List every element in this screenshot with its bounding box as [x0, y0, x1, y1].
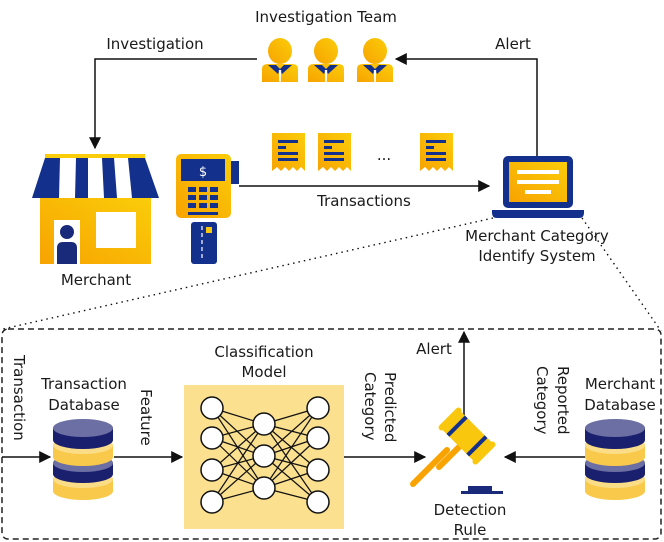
nn-node: [200, 396, 224, 420]
gavel-icon: [410, 407, 503, 494]
nn-node: [306, 490, 330, 514]
nn-node: [252, 476, 276, 500]
detail-panel: [1, 328, 662, 540]
predicted-label-line2: Category: [361, 372, 379, 441]
receipt-icon: [272, 133, 305, 171]
receipt-icon: [318, 133, 351, 171]
zoom-line-right: [581, 217, 662, 332]
transaction-input-label: Transaction: [10, 354, 28, 441]
ellipsis-label: ...: [377, 146, 391, 164]
transaction-db-label-line1: Transaction: [40, 375, 127, 393]
nn-node: [200, 490, 224, 514]
reported-label-line1: Reported: [554, 366, 572, 434]
nn-connection: [263, 437, 319, 489]
nn-node: [252, 444, 276, 468]
person-icon: [308, 38, 344, 82]
alert-arrow: [394, 53, 538, 158]
feature-label: Feature: [137, 389, 155, 446]
nn-connection: [263, 407, 319, 489]
laptop-icon: [492, 156, 584, 218]
person-icon: [262, 38, 298, 82]
nn-connection: [211, 423, 265, 503]
merchant-db-label-line1: Merchant: [585, 375, 655, 393]
model-label-line1: Classification: [214, 343, 313, 361]
nn-node: [200, 458, 224, 482]
zoom-line-left: [2, 217, 494, 330]
nn-node: [306, 426, 330, 450]
system-label-line2: Identify System: [478, 247, 595, 265]
rule-label-line2: Rule: [454, 521, 487, 539]
nn-node: [252, 412, 276, 436]
transactions-label: Transactions: [316, 192, 411, 210]
investigation-arrow: [89, 58, 257, 150]
credit-card-icon: [191, 222, 217, 264]
person-icon: [357, 38, 393, 82]
investigation-team-label: Investigation Team: [255, 8, 397, 26]
nn-connection: [211, 407, 265, 457]
transaction-database-icon: [53, 419, 113, 500]
nn-node: [306, 396, 330, 420]
model-label-line2: Model: [241, 363, 286, 381]
reported-label-line2: Category: [533, 366, 551, 435]
system-label-line1: Merchant Category: [465, 227, 609, 245]
nn-node: [306, 458, 330, 482]
store-icon: [32, 154, 159, 264]
merchant-db-label-line2: Database: [584, 396, 656, 414]
nn-connection: [263, 407, 319, 457]
investigation-arrow-label: Investigation: [106, 35, 203, 53]
transaction-db-label-line2: Database: [48, 396, 120, 414]
nn-connection: [211, 407, 265, 489]
neural-network-icon: [200, 396, 330, 514]
merchant-database-icon: [585, 419, 645, 500]
detail-alert-label: Alert: [416, 340, 452, 358]
predicted-label-line1: Predicted: [381, 372, 399, 442]
nn-node: [200, 426, 224, 450]
alert-arrow-label: Alert: [495, 35, 531, 53]
pos-terminal-icon: $: [176, 154, 239, 218]
svg-text:$: $: [199, 165, 207, 180]
rule-label-line1: Detection: [434, 501, 507, 519]
merchant-label: Merchant: [61, 271, 131, 289]
receipt-icon: [420, 133, 453, 171]
